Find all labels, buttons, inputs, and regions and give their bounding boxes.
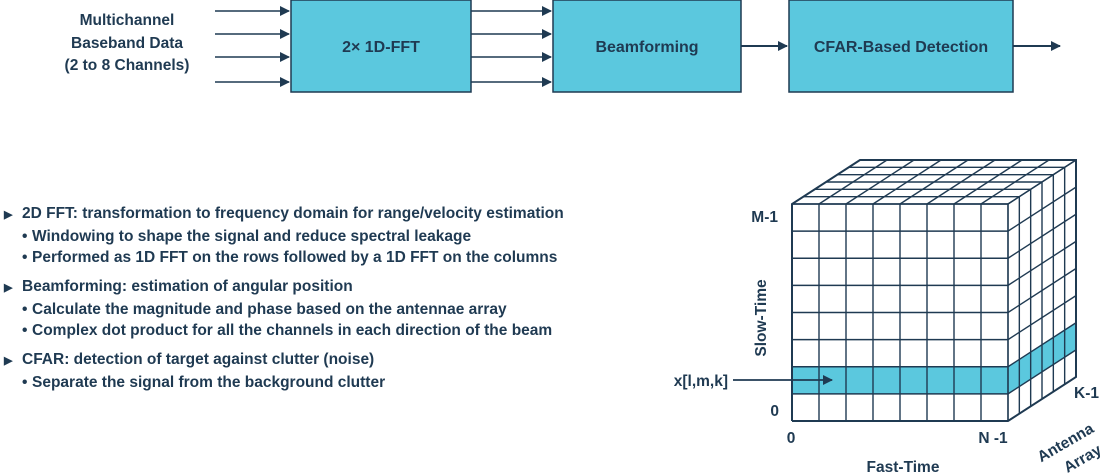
data-cube [791,159,1077,422]
input-label-line-3: (2 to 8 Channels) [65,57,190,74]
input-label-line-2: Baseband Data [71,35,183,52]
cube-label-fast-time: Fast-Time [867,459,940,476]
bullet-group-cfar: ▶ CFAR: detection of target against clutt… [4,349,664,393]
triangle-bullet-icon: ▶ [4,282,13,294]
cfar-box-label: CFAR-Based Detection [814,39,988,56]
triangle-bullet-icon: ▶ [4,355,13,367]
bullet-head: Beamforming: estimation of angular posit… [22,278,353,295]
bullet-sub: Calculate the magnitude and phase based … [32,301,507,318]
bullet-head: 2D FFT: transformation to frequency doma… [22,205,564,222]
dot-bullet-icon: • [22,374,28,391]
cube-label-slow-time: Slow-Time [753,279,770,357]
dot-bullet-icon: • [22,249,28,266]
bullet-head: CFAR: detection of target against clutte… [22,351,375,368]
fft-box-label: 2× 1D-FFT [342,39,420,56]
bullet-group-beamforming: ▶ Beamforming: estimation of angular posi… [4,276,664,341]
input-arrows [215,6,290,87]
dot-bullet-icon: • [22,301,28,318]
cube-label-m-minus-1: M-1 [751,209,778,226]
bullet-group-fft: ▶ 2D FFT: transformation to frequency dom… [4,203,664,268]
bullet-sub: Complex dot product for all the channels… [32,322,553,339]
bullet-list: ▶ 2D FFT: transformation to frequency dom… [4,203,664,401]
fft-box [290,0,472,93]
cube-label-x-lmk: x[l,m,k] [674,373,728,390]
bullet-sub: Performed as 1D FFT on the rows followed… [32,249,558,266]
dot-bullet-icon: • [22,228,28,245]
fft-to-beamforming-arrows [471,6,552,87]
dot-bullet-icon: • [22,322,28,339]
triangle-bullet-icon: ▶ [4,209,13,221]
input-label-line-1: Multichannel [80,12,175,29]
cube-label-k-minus-1: K-1 [1074,385,1099,402]
cube-outline [791,159,1077,422]
cube-label-zero-x: 0 [787,430,796,447]
beamforming-box-label: Beamforming [595,39,698,56]
cube-label-n-minus-1: N -1 [978,430,1008,447]
cube-label-zero-y: 0 [770,403,779,420]
beamforming-box [552,0,742,93]
bullet-sub: Separate the signal from the background … [32,374,386,391]
bullet-sub: Windowing to shape the signal and reduce… [32,228,472,245]
